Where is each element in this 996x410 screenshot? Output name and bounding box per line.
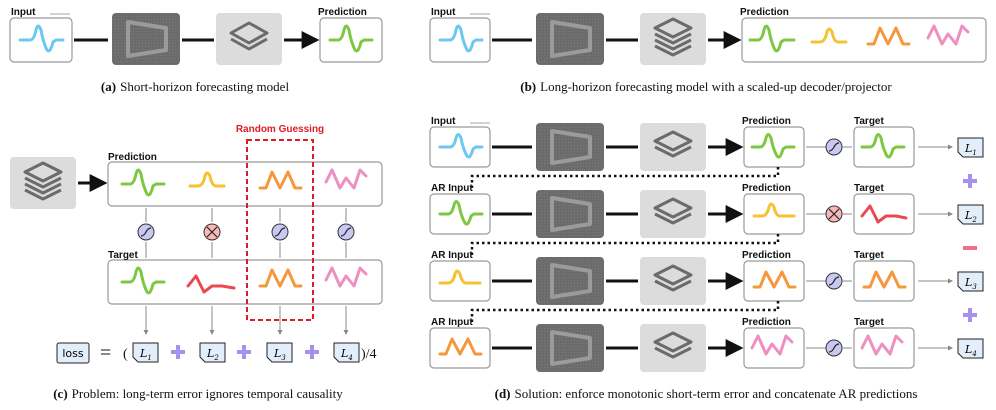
close-div4: )/4 xyxy=(361,347,377,362)
prediction-label-d2: Prediction xyxy=(742,183,791,194)
match-icon xyxy=(825,339,843,357)
l1-box: L1 xyxy=(132,342,159,363)
panel-b: Input Prediction (b)Long-horizon forecas… xyxy=(429,7,987,94)
layers-icon xyxy=(640,257,706,305)
stacked-layers-icon xyxy=(10,157,76,209)
plus-icon xyxy=(305,345,319,359)
ar-input-label-d2: AR Input xyxy=(431,183,473,194)
plus-icon xyxy=(963,174,977,188)
encoder-icon xyxy=(536,324,604,372)
prediction-label-d1: Prediction xyxy=(742,116,791,127)
plus-icon xyxy=(237,345,251,359)
minus-icon xyxy=(963,246,977,250)
open-paren: ( xyxy=(123,347,128,362)
plus-icon xyxy=(171,345,185,359)
target-label-c: Target xyxy=(108,250,138,261)
l3-box: L3 xyxy=(266,342,293,363)
match-icon xyxy=(137,223,155,241)
mismatch-icon xyxy=(203,223,221,241)
target-label-d2: Target xyxy=(854,183,884,194)
svg-text:L1: L1 xyxy=(139,347,152,362)
l2-box: L2 xyxy=(199,342,226,363)
svg-text:loss: loss xyxy=(62,347,84,360)
wave-green xyxy=(328,24,374,53)
encoder-icon xyxy=(536,13,604,65)
match-icon xyxy=(337,223,355,241)
prediction-label-d3: Prediction xyxy=(742,250,791,261)
panel-a: Input Prediction (a)Short-horizon foreca… xyxy=(9,7,383,94)
input-box xyxy=(9,17,73,63)
svg-text:L2: L2 xyxy=(206,347,219,362)
encoder-icon xyxy=(536,123,604,171)
svg-text:L2: L2 xyxy=(964,209,977,224)
stacked-layers-icon xyxy=(640,13,706,65)
layers-icon xyxy=(640,324,706,372)
match-icon xyxy=(271,223,289,241)
encoder-icon xyxy=(536,190,604,238)
l4-box-d: L4 xyxy=(957,338,984,359)
layers-icon xyxy=(640,123,706,171)
panel-d: Input Prediction Target L1 AR Input Pred… xyxy=(429,116,984,401)
encoder-icon xyxy=(536,257,604,305)
target-label-d4: Target xyxy=(854,317,884,328)
encoder-icon xyxy=(112,13,180,65)
wave-blue xyxy=(18,24,65,53)
caption-d: (d)Solution: enforce monotonic short-ter… xyxy=(495,386,918,401)
match-icon xyxy=(825,138,843,156)
l1-box-d: L1 xyxy=(957,137,984,158)
layers-icon xyxy=(216,13,282,65)
layers-icon xyxy=(640,190,706,238)
caption-a: (a)Short-horizon forecasting model xyxy=(101,79,290,94)
mismatch-icon xyxy=(825,205,843,223)
ar-input-label-d4: AR Input xyxy=(431,317,473,328)
svg-text:L3: L3 xyxy=(273,347,286,362)
prediction-label-b: Prediction xyxy=(740,7,789,18)
equals-sign: = xyxy=(100,342,111,364)
input-label-b: Input xyxy=(431,7,456,18)
input-label: Input xyxy=(11,7,36,18)
target-label-d1: Target xyxy=(854,116,884,127)
svg-text:L4: L4 xyxy=(964,343,977,358)
input-label-d: Input xyxy=(431,116,456,127)
prediction-label-c: Prediction xyxy=(108,152,157,163)
plus-icon xyxy=(963,308,977,322)
caption-b: (b)Long-horizon forecasting model with a… xyxy=(520,79,892,94)
target-label-d3: Target xyxy=(854,250,884,261)
ar-input-label-d3: AR Input xyxy=(431,250,473,261)
panel-c: Prediction Target Random Guessing xyxy=(10,124,383,401)
svg-text:L3: L3 xyxy=(964,276,977,291)
svg-text:L4: L4 xyxy=(340,347,353,362)
caption-c: (c)Problem: long-term error ignores temp… xyxy=(53,386,343,401)
random-guessing-label: Random Guessing xyxy=(236,124,324,135)
l4-box: L4 xyxy=(333,342,360,363)
loss-box: loss xyxy=(56,342,90,364)
prediction-label: Prediction xyxy=(318,7,367,18)
l3-box-d: L3 xyxy=(957,271,984,292)
random-guessing-box xyxy=(246,139,314,321)
l2-box-d: L2 xyxy=(957,204,984,225)
match-icon xyxy=(825,272,843,290)
svg-text:L1: L1 xyxy=(964,142,977,157)
prediction-label-d4: Prediction xyxy=(742,317,791,328)
